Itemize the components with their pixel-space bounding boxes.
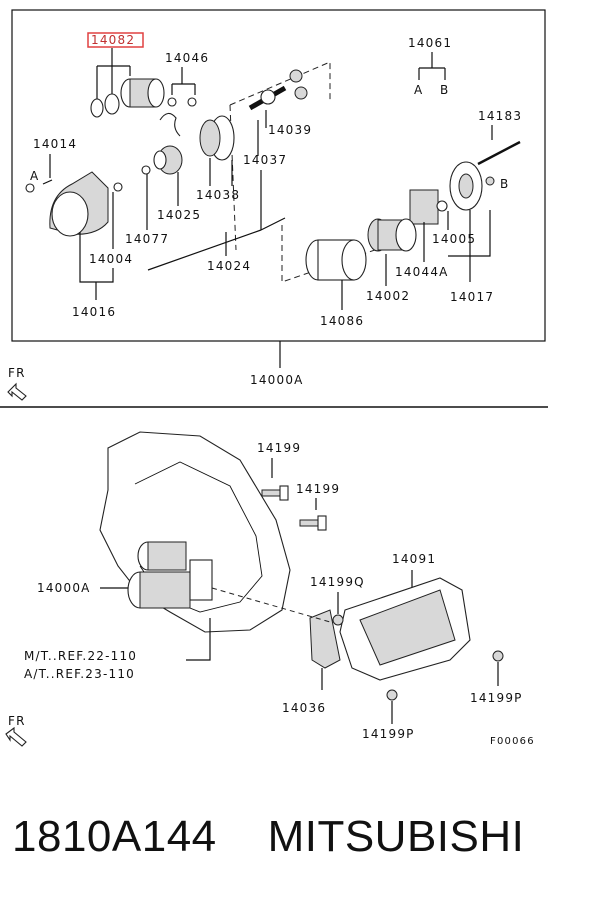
- label-14091: 14091: [392, 552, 436, 566]
- bolt-14199-a: [261, 485, 289, 501]
- label-A-2: A: [30, 169, 39, 183]
- label-14044A: 14044A: [395, 265, 449, 279]
- label-14199P-a: 14199P: [470, 691, 523, 705]
- fr-arrow-icon-2: [5, 726, 27, 747]
- bolt-14199-b: [299, 515, 327, 531]
- label-mt-ref: M/T..REF.22-110: [24, 649, 137, 663]
- housing-part: [49, 171, 123, 237]
- part-number: 1810A144: [12, 812, 217, 861]
- label-14039: 14039: [268, 123, 312, 137]
- caption-row: 1810A144 MITSUBISHI: [12, 812, 524, 862]
- label-14199P-b: 14199P: [362, 727, 415, 741]
- label-14082: 14082: [91, 33, 135, 47]
- leader-14046: [171, 67, 196, 95]
- end-cover-part: [449, 161, 483, 211]
- label-14004: 14004: [89, 252, 133, 266]
- part-highlight-box: [87, 32, 144, 48]
- starter-assembly: [127, 541, 213, 609]
- label-fr-2: FR: [8, 714, 26, 728]
- label-14037: 14037: [243, 153, 287, 167]
- label-14046: 14046: [165, 51, 209, 65]
- label-14000A-top: 14000A: [250, 373, 304, 387]
- solenoid-part: [90, 78, 165, 118]
- lever-part: [159, 97, 197, 137]
- brand-name: MITSUBISHI: [267, 812, 525, 861]
- fr-arrow-icon: [7, 382, 27, 401]
- label-14061: 14061: [408, 36, 452, 50]
- transmission-case: [99, 431, 291, 633]
- label-14183: 14183: [478, 109, 522, 123]
- label-A-1: A: [414, 83, 423, 97]
- label-14036: 14036: [282, 701, 326, 715]
- label-B-2: B: [500, 177, 509, 191]
- label-14038: 14038: [196, 188, 240, 202]
- through-bolt: [477, 140, 521, 166]
- label-14086: 14086: [320, 314, 364, 328]
- shaft-part: [248, 69, 308, 111]
- bolt-14199P-b: [386, 689, 398, 701]
- label-14199-a: 14199: [257, 441, 301, 455]
- leader-14082: [96, 48, 131, 100]
- label-at-ref: A/T..REF.23-110: [24, 667, 135, 681]
- label-14014: 14014: [33, 137, 77, 151]
- label-14199-b: 14199: [296, 482, 340, 496]
- label-14005: 14005: [432, 232, 476, 246]
- label-fr-1: FR: [8, 366, 26, 380]
- gear-parts: [153, 115, 235, 175]
- label-14002: 14002: [366, 289, 410, 303]
- label-14199Q: 14199Q: [310, 575, 365, 589]
- brush-holder-part: [409, 189, 448, 225]
- label-14016: 14016: [72, 305, 116, 319]
- bracket-part: [309, 609, 341, 669]
- label-14077: 14077: [125, 232, 169, 246]
- armature-part: [367, 218, 417, 252]
- leader-14061: [418, 52, 446, 80]
- label-14025: 14025: [157, 208, 201, 222]
- heat-shield-part: [339, 577, 471, 681]
- bolt-14199P-a: [492, 650, 504, 662]
- top-frame: [11, 9, 546, 342]
- label-14024: 14024: [207, 259, 251, 273]
- label-B-1: B: [440, 83, 449, 97]
- label-14017: 14017: [450, 290, 494, 304]
- yoke-part: [305, 239, 367, 281]
- label-14000A-bottom: 14000A: [37, 581, 91, 595]
- figure-code: F00066: [490, 736, 535, 747]
